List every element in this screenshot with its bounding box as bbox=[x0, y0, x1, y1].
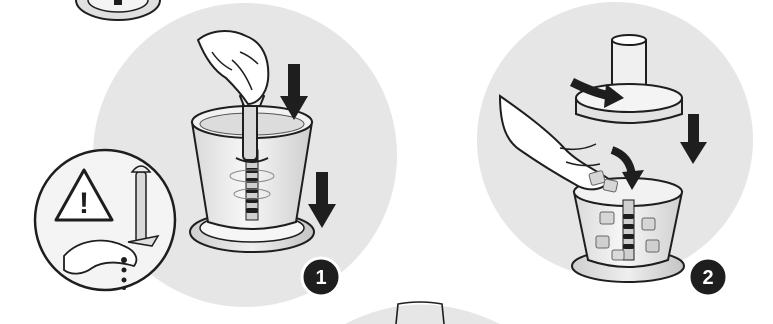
next-step-circle bbox=[345, 302, 500, 324]
step-2-panel: 2 bbox=[477, 2, 753, 296]
step-2-number: 2 bbox=[702, 267, 713, 289]
previous-step-base bbox=[76, 0, 160, 20]
step-1-panel: ! 1 bbox=[35, 3, 397, 307]
chopper-bowl-with-ice bbox=[574, 178, 682, 267]
step-1-badge: 1 bbox=[302, 258, 340, 296]
step-2-badge: 2 bbox=[689, 258, 727, 296]
warning-symbol: ! bbox=[79, 187, 89, 220]
step-1-number: 1 bbox=[315, 267, 326, 289]
warning-inset: ! bbox=[35, 150, 175, 290]
